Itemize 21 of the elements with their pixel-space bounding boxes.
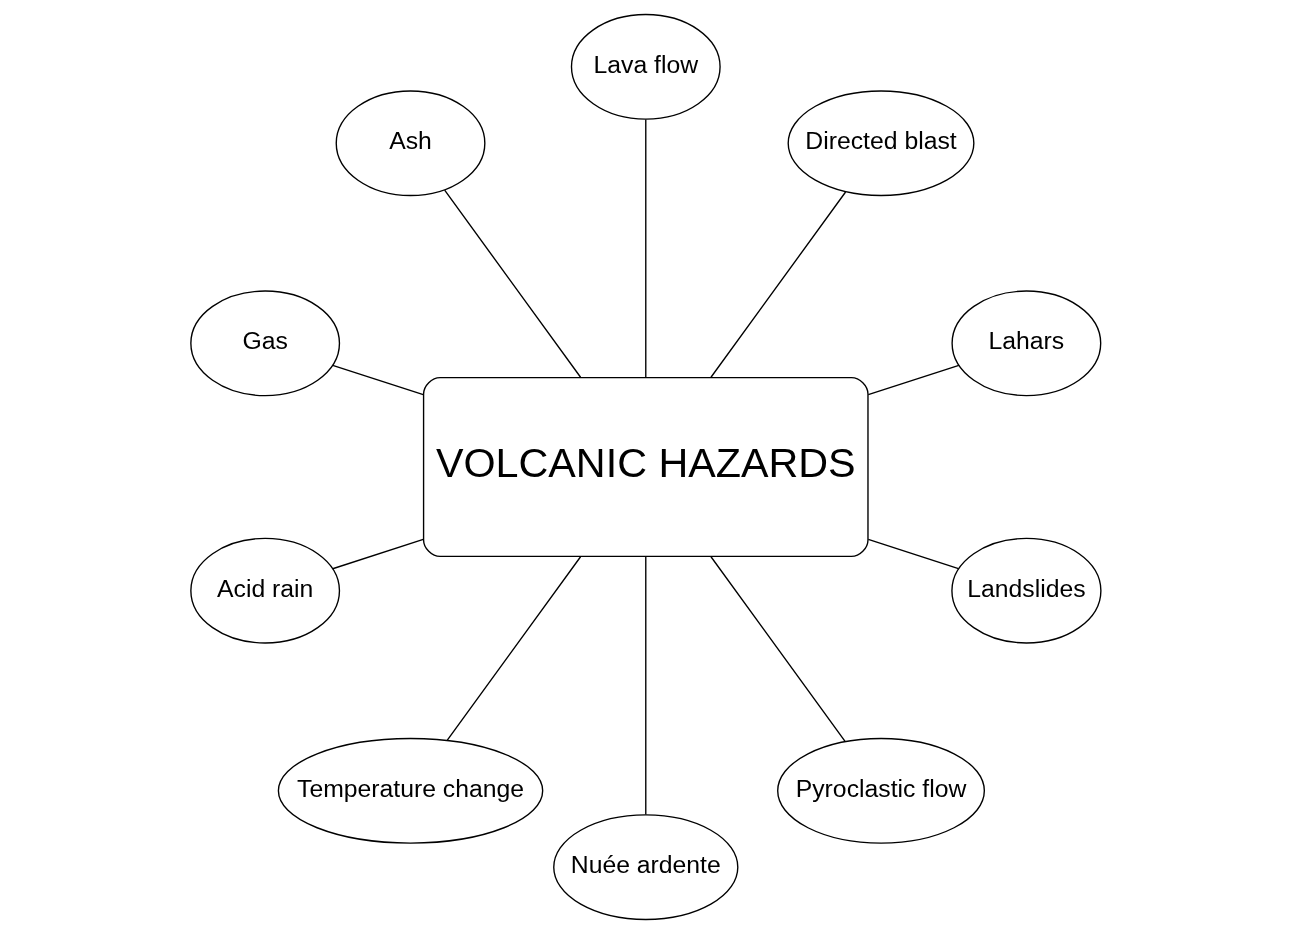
node-ellipse: Directed blast [787,89,975,196]
connector [867,538,960,569]
node-ellipse: Lava flow [570,13,721,120]
connector [645,555,647,815]
connector [446,555,582,741]
node-ellipse: Temperature change [277,737,544,844]
node-box: VOLCANIC HAZARDS [422,376,869,557]
connector [332,364,424,395]
connector [332,538,424,569]
node-ellipse: Landslides [951,537,1102,644]
connector [867,364,960,395]
node-ellipse: Acid rain [190,537,341,644]
node-ellipse: Lahars [951,289,1102,396]
connector [710,190,847,378]
node-ellipse: Gas [190,289,341,396]
node-ellipse: Ash [335,89,486,196]
node-ellipse: Pyroclastic flow [777,737,986,844]
node-ellipse: Nuée ardente [553,813,739,920]
connector [710,555,846,742]
connector [443,189,582,378]
connector [645,118,647,378]
